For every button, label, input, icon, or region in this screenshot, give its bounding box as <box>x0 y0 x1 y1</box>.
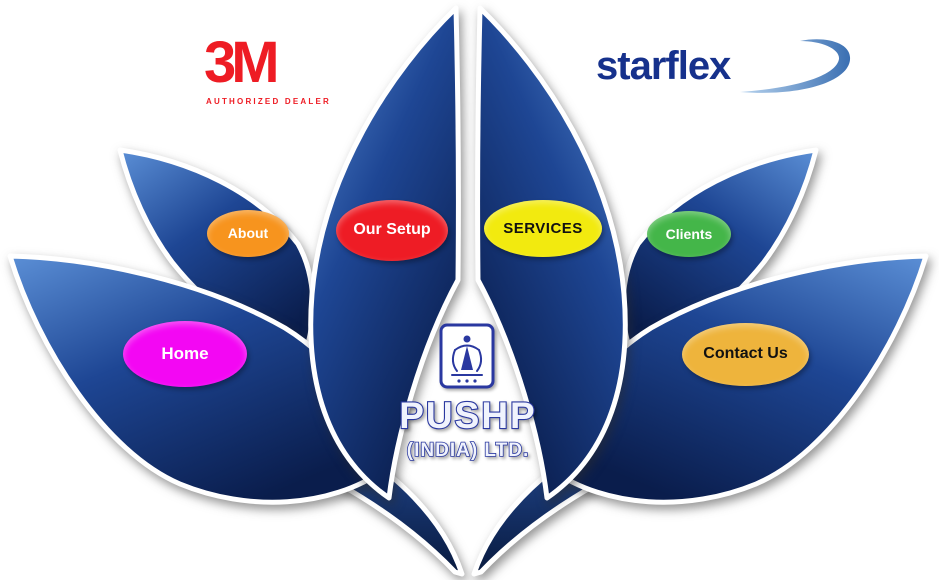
pushp-logo-text: PUSHP <box>399 395 536 436</box>
logo-3m: 3M <box>204 30 280 95</box>
nav-button-contact-us[interactable]: Contact Us <box>682 323 809 386</box>
nav-button-home[interactable]: Home <box>123 321 247 387</box>
logo-starflex: starflex <box>596 44 731 88</box>
lotus-petals <box>7 5 929 577</box>
nav-button-services[interactable]: SERVICES <box>484 200 602 257</box>
nav-button-about[interactable]: About <box>207 210 289 257</box>
logo-3m-subtitle: AUTHORIZED DEALER <box>206 97 331 106</box>
logo-pushp: PUSHP (INDIA) LTD. <box>398 323 536 462</box>
pushp-emblem-figure-icon <box>451 335 483 383</box>
starflex-swoosh-icon <box>740 39 851 93</box>
nav-button-clients[interactable]: Clients <box>647 211 731 257</box>
pushp-logo-subtext: (INDIA) LTD. <box>407 440 529 461</box>
nav-button-our-setup[interactable]: Our Setup <box>336 200 448 261</box>
